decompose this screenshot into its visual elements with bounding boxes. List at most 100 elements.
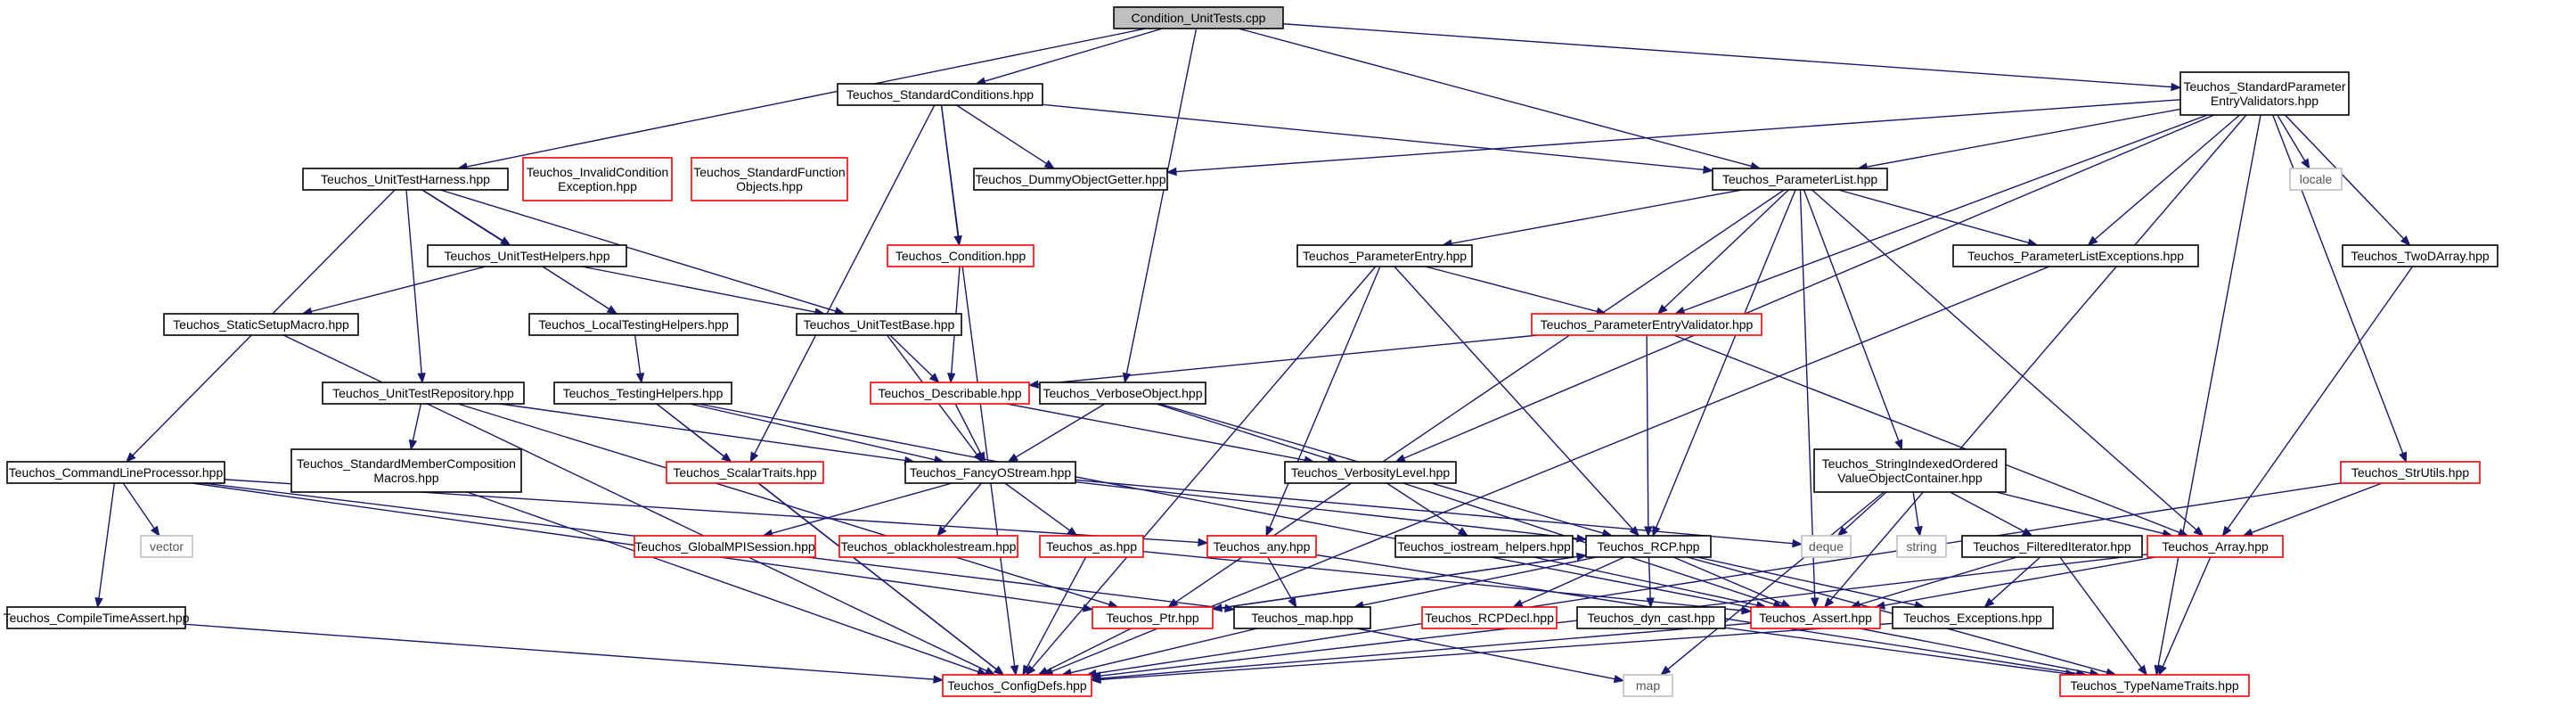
edge-line [1425, 266, 1598, 313]
edge-pl-to-rcp [1652, 189, 1796, 538]
arrowhead-icon [606, 305, 618, 315]
edge-speev-to-vl [1394, 114, 2215, 463]
edge-line [184, 623, 935, 680]
node-obh[interactable]: Teuchos_oblackholestream.hpp [838, 535, 1018, 558]
node-any[interactable]: Teuchos_any.hpp [1206, 535, 1317, 558]
node-label: Teuchos_TestingHelpers.hpp [563, 386, 724, 400]
edge-line [956, 104, 1047, 165]
node-utb[interactable]: Teuchos_UnitTestBase.hpp [796, 313, 962, 336]
node-locale[interactable]: locale [2289, 168, 2343, 191]
edge-line [1394, 266, 1633, 530]
node-box [1394, 535, 1574, 558]
arrowhead-icon [1703, 165, 1714, 175]
edge-line [466, 28, 1147, 168]
edge-line [1046, 628, 1132, 672]
node-ssm[interactable]: Teuchos_StaticSetupMacro.hpp [163, 313, 359, 336]
node-uthelp[interactable]: Teuchos_UnitTestHelpers.hpp [427, 244, 627, 267]
node-tnt[interactable]: Teuchos_TypeNameTraits.hpp [2059, 674, 2250, 697]
edge-line [1042, 103, 1705, 171]
arrowhead-icon [2301, 158, 2310, 170]
edge-siovoc-to-string [1912, 491, 1923, 538]
node-fi[interactable]: Teuchos_FilteredIterator.hpp [1961, 535, 2143, 558]
arrowhead-icon [1656, 304, 1668, 315]
node-string[interactable]: string [1896, 535, 1947, 558]
arrowhead-icon [1823, 596, 1835, 609]
node-label: Teuchos_Ptr.hpp [1106, 611, 1199, 625]
edge-pl-to-siovoc [1803, 189, 1903, 451]
node-dyncast[interactable]: Teuchos_dyn_cast.hpp [1576, 606, 1726, 629]
node-rcp[interactable]: Teuchos_RCP.hpp [1585, 535, 1712, 558]
arrowhead-icon [1288, 596, 1297, 609]
node-map[interactable]: map [1623, 674, 1673, 697]
edge-line [2285, 114, 2405, 240]
node-label: Teuchos_LocalTestingHelpers.hpp [538, 317, 728, 332]
node-map-hpp[interactable]: Teuchos_map.hpp [1233, 606, 1371, 629]
edge-utb-to-desc [889, 334, 940, 383]
edge-line [984, 28, 1163, 82]
node-ioh[interactable]: Teuchos_iostream_helpers.hpp [1394, 535, 1574, 558]
node-label: Teuchos_CommandLineProcessor.hpp [9, 465, 224, 480]
arrowhead-icon [1037, 667, 1050, 676]
node-desc[interactable]: Teuchos_Describable.hpp [870, 382, 1030, 405]
node-stdcond[interactable]: Teuchos_StandardConditions.hpp [837, 83, 1043, 106]
arrowhead-icon [2400, 235, 2411, 246]
node-fos[interactable]: Teuchos_FancyOStream.hpp [904, 461, 1076, 484]
edge-st-to-cdefs [757, 482, 1005, 676]
node-pev[interactable]: Teuchos_ParameterEntryValidator.hpp [1531, 313, 1762, 336]
node-ptr[interactable]: Teuchos_Ptr.hpp [1092, 606, 1214, 629]
node-vo[interactable]: Teuchos_VerboseObject.hpp [1039, 382, 1206, 405]
edge-speev-to-stru [2272, 114, 2408, 464]
node-box [2147, 535, 2284, 558]
node-lth[interactable]: Teuchos_LocalTestingHelpers.hpp [528, 313, 739, 336]
node-label: Teuchos_InvalidCondition [527, 165, 669, 179]
node-label: Teuchos_iostream_helpers.hpp [1397, 539, 1571, 554]
node-box [666, 461, 824, 484]
node-box [1801, 535, 1852, 558]
node-arr[interactable]: Teuchos_Array.hpp [2147, 535, 2284, 558]
node-speev[interactable]: Teuchos_StandardParameterEntryValidators… [2179, 71, 2350, 116]
node-rcpdecl[interactable]: Teuchos_RCPDecl.hpp [1421, 606, 1558, 629]
node-vector[interactable]: vector [140, 535, 193, 558]
node-gmpi[interactable]: Teuchos_GlobalMPISession.hpp [634, 535, 816, 558]
node-tda[interactable]: Teuchos_TwoDArray.hpp [2342, 244, 2498, 267]
node-smcm[interactable]: Teuchos_StandardMemberCompositionMacros.… [290, 448, 522, 493]
edge-line [1683, 114, 2208, 312]
node-utr[interactable]: Teuchos_UnitTestRepository.hpp [322, 382, 525, 405]
node-pe[interactable]: Teuchos_ParameterEntry.hpp [1296, 244, 1473, 267]
node-exc[interactable]: Teuchos_Exceptions.hpp [1892, 606, 2054, 629]
arrowhead-icon [1394, 454, 1406, 463]
node-label: Teuchos_UnitTestRepository.hpp [332, 386, 514, 400]
node-th[interactable]: Teuchos_TestingHelpers.hpp [553, 382, 732, 405]
edge-arr-to-tnt [2158, 556, 2212, 677]
node-uth[interactable]: Teuchos_UnitTestHarness.hpp [302, 168, 509, 191]
node-deque[interactable]: deque [1801, 535, 1852, 558]
node-ple[interactable]: Teuchos_ParameterListExceptions.hpp [1952, 244, 2199, 267]
node-cond[interactable]: Teuchos_Condition.hpp [887, 244, 1034, 267]
edge-line [1648, 556, 1651, 599]
node-dog[interactable]: Teuchos_DummyObjectGetter.hpp [973, 168, 1168, 191]
edge-line [1884, 556, 2155, 606]
node-clp[interactable]: Teuchos_CommandLineProcessor.hpp [6, 461, 225, 484]
node-label: Teuchos_CompileTimeAssert.hpp [4, 611, 190, 625]
node-label: Teuchos_oblackholestream.hpp [841, 539, 1017, 554]
node-vl[interactable]: Teuchos_VerbosityLevel.hpp [1284, 461, 1457, 484]
node-pl[interactable]: Teuchos_ParameterList.hpp [1712, 168, 1888, 191]
edge-pe-to-pev [1425, 266, 1607, 316]
node-ctassert[interactable]: Teuchos_CompileTimeAssert.hpp [4, 606, 190, 629]
node-root[interactable]: Condition_UnitTests.cpp [1113, 6, 1284, 29]
node-siovoc[interactable]: Teuchos_StringIndexedOrderedValueObjectC… [1813, 448, 2007, 493]
node-as[interactable]: Teuchos_as.hpp [1039, 535, 1144, 558]
edge-line [1282, 23, 2172, 88]
node-st[interactable]: Teuchos_ScalarTraits.hpp [666, 461, 824, 484]
node-assert[interactable]: Teuchos_Assert.hpp [1750, 606, 1881, 629]
node-label: Teuchos_ConfigDefs.hpp [947, 678, 1087, 693]
node-cdefs[interactable]: Teuchos_ConfigDefs.hpp [942, 674, 1092, 697]
edge-uth-to-utr [405, 189, 426, 384]
arrowhead-icon [635, 372, 645, 384]
node-box [904, 461, 1076, 484]
edge-siovoc-to-map [1660, 491, 1885, 676]
node-stru[interactable]: Teuchos_StrUtils.hpp [2340, 461, 2481, 484]
node-box [1039, 382, 1206, 405]
